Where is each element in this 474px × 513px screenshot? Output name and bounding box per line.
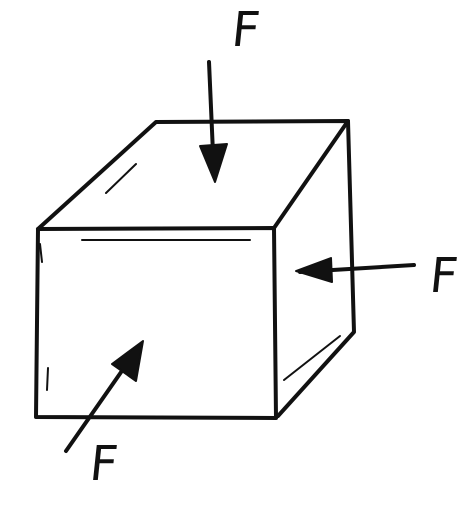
force-arrow-right-head <box>295 257 333 283</box>
cube-front-face <box>34 226 278 420</box>
cube-sketch-highlight <box>39 243 43 263</box>
force-arrow-front-head <box>111 340 144 382</box>
cube-sketch-highlight <box>283 335 341 381</box>
force-arrow-right <box>295 257 416 283</box>
force-arrow-front <box>64 340 144 453</box>
force-label-top: F <box>229 2 263 58</box>
cube-sketch-highlight <box>46 367 49 391</box>
cube <box>34 119 356 420</box>
cube-right-face <box>276 119 356 418</box>
force-label-right: F <box>427 248 461 304</box>
force-arrow-top <box>199 60 228 183</box>
cube-sketch-highlight <box>105 163 137 194</box>
cube-top-face <box>36 119 350 231</box>
force-label-front: F <box>87 436 121 492</box>
force-arrow-top-head <box>199 143 228 183</box>
